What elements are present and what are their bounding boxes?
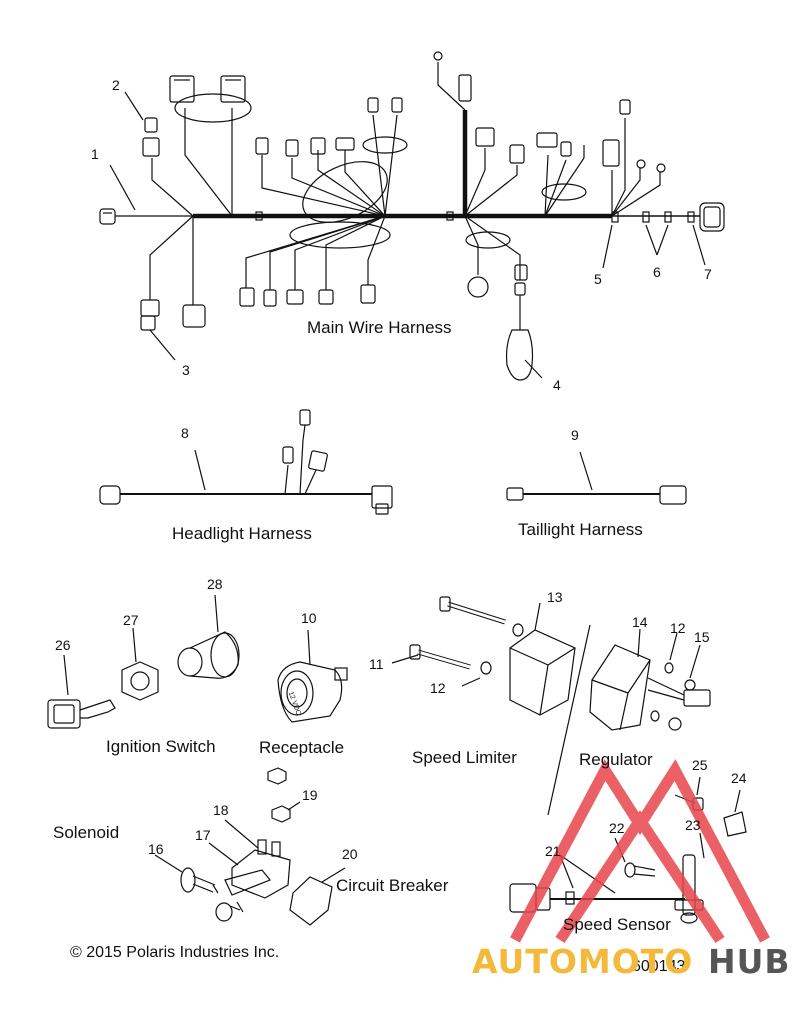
callout-9: 9: [571, 427, 579, 443]
callout-19: 19: [302, 787, 318, 803]
label-ignition-switch: Ignition Switch: [106, 737, 216, 756]
callout-27: 27: [123, 612, 139, 628]
solenoid: [154, 767, 346, 926]
label-headlight-harness: Headlight Harness: [172, 524, 312, 543]
watermark-text-dark: HUB: [708, 942, 791, 981]
callout-14: 14: [632, 614, 648, 630]
speed-limiter: [391, 596, 576, 716]
label-receptacle: Receptacle: [259, 738, 345, 757]
callout-26: 26: [55, 637, 71, 653]
divider-line: [547, 624, 591, 816]
label-taillight-harness: Taillight Harness: [518, 520, 643, 539]
receptacle: [277, 629, 348, 723]
headlight-harness: [99, 409, 393, 515]
callout-4: 4: [553, 377, 561, 393]
callout-3: 3: [182, 362, 190, 378]
callout-10: 10: [301, 610, 317, 626]
label-speed-limiter: Speed Limiter: [412, 748, 517, 767]
callout-6: 6: [653, 264, 661, 280]
callout-7: 7: [704, 266, 712, 282]
figure-id: 600143: [632, 958, 686, 975]
callout-8: 8: [181, 425, 189, 441]
callout-12-limiter: 12: [430, 680, 446, 696]
callout-5: 5: [594, 271, 602, 287]
callout-21: 21: [545, 843, 561, 859]
ignition-switch: [47, 594, 240, 729]
callout-1: 1: [91, 146, 99, 162]
callout-28: 28: [207, 576, 223, 592]
taillight-harness: [506, 451, 687, 505]
regulator: [589, 628, 711, 731]
callout-25: 25: [692, 757, 708, 773]
copyright-text: © 2015 Polaris Industries Inc.: [70, 944, 280, 961]
main-wire-harness: [99, 51, 725, 381]
label-regulator: Regulator: [579, 750, 653, 769]
callout-24: 24: [731, 770, 747, 786]
callout-11: 11: [369, 656, 384, 672]
callout-2: 2: [112, 77, 120, 93]
label-speed-sensor: Speed Sensor: [563, 915, 671, 934]
callout-23: 23: [685, 817, 701, 833]
label-main-wire-harness: Main Wire Harness: [307, 318, 452, 337]
callout-17: 17: [195, 827, 211, 843]
label-circuit-breaker: Circuit Breaker: [336, 876, 449, 895]
watermark-text-accent: AUTOMOTO: [472, 942, 694, 981]
callout-16: 16: [148, 841, 164, 857]
callout-13: 13: [547, 589, 563, 605]
watermark-logo: [510, 759, 770, 944]
callout-15: 15: [694, 629, 710, 645]
callout-12-regulator: 12: [670, 620, 686, 636]
label-solenoid: Solenoid: [53, 823, 120, 842]
callout-22: 22: [609, 820, 625, 836]
callout-18: 18: [213, 802, 229, 818]
callout-20: 20: [342, 846, 358, 862]
